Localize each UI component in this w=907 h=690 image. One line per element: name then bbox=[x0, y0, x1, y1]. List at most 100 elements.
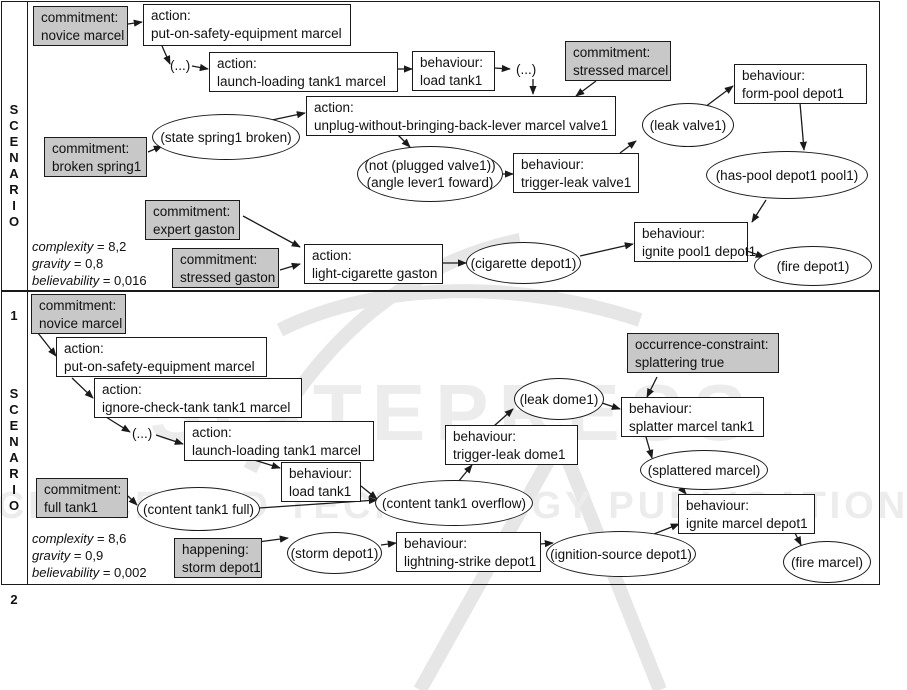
action-put-on-safety-equipment: action: put-on-safety-equipment marcel bbox=[143, 4, 351, 46]
node-text: novice marcel bbox=[39, 316, 123, 331]
edge bbox=[127, 19, 143, 27]
node-kind: action: bbox=[64, 341, 104, 356]
commitment-novice-marcel: commitment: novice marcel bbox=[33, 6, 128, 46]
edge bbox=[751, 199, 767, 223]
commitment-stressed-marcel: commitment: stressed marcel bbox=[565, 41, 671, 81]
behaviour-trigger-leak-dome1: behaviour: trigger-leak dome1 bbox=[445, 425, 578, 465]
node-text: ignore-check-tank tank1 marcel bbox=[102, 400, 291, 415]
node-kind: action: bbox=[314, 100, 354, 115]
node-text: (has-pool depot1 pool1) bbox=[715, 167, 859, 183]
edge bbox=[242, 215, 301, 248]
metric-label: gravity bbox=[32, 548, 71, 563]
node-text: light-cigarette gaston bbox=[312, 266, 438, 281]
action-light-cigarette-gaston: action: light-cigarette gaston bbox=[304, 244, 443, 284]
metric-value: 8,2 bbox=[108, 239, 127, 254]
node-kind: occurrence-constraint: bbox=[635, 337, 769, 352]
commitment-expert-gaston: commitment: expert gaston bbox=[145, 200, 240, 240]
state-ignition-source-depot1: (ignition-source depot1) bbox=[546, 531, 696, 577]
node-kind: action: bbox=[102, 382, 142, 397]
node-kind: behaviour: bbox=[404, 536, 468, 551]
node-text: load tank1 bbox=[289, 484, 352, 499]
node-text: (ignition-source depot1) bbox=[550, 546, 692, 562]
behaviour-ignite-marcel-depot1: behaviour: ignite marcel depot1 bbox=[678, 494, 815, 534]
commitment-novice-marcel: commitment: novice marcel bbox=[31, 294, 126, 334]
edge bbox=[279, 262, 301, 271]
state-spring1-broken: (state spring1 broken) bbox=[152, 114, 300, 160]
node-kind: behaviour: bbox=[686, 498, 750, 513]
edge bbox=[380, 540, 397, 548]
state-leak-valve1: (leak valve1) bbox=[642, 103, 734, 147]
node-text: (angle lever1 foward) bbox=[366, 175, 494, 190]
gravity-metric: gravity = 0,9 bbox=[32, 548, 104, 563]
state-not-plugged-valve1: (not (plugged valve1)) (angle lever1 fow… bbox=[357, 146, 503, 202]
state-splattered-marcel: (splattered marcel) bbox=[640, 450, 768, 490]
node-text: (not (plugged valve1)) bbox=[364, 158, 496, 173]
node-text: put-on-safety-equipment marcel bbox=[64, 359, 255, 374]
edge bbox=[799, 102, 807, 151]
node-text: trigger-leak dome1 bbox=[453, 447, 566, 462]
node-kind: behaviour: bbox=[742, 68, 806, 83]
scenario-1-metrics: complexity = 8,2 gravity = 0,8 believabi… bbox=[32, 238, 147, 289]
edge bbox=[653, 523, 680, 535]
edge bbox=[155, 434, 184, 445]
node-kind: commitment: bbox=[153, 204, 231, 219]
node-text: ignite marcel depot1 bbox=[686, 516, 808, 531]
edge bbox=[575, 80, 597, 97]
edge bbox=[601, 402, 621, 410]
node-kind: commitment: bbox=[180, 252, 258, 267]
node-text: (content tank1 full) bbox=[142, 501, 255, 517]
state-content-tank1-overflow: (content tank1 overflow) bbox=[375, 480, 533, 526]
node-text: stressed gaston bbox=[180, 270, 276, 285]
scenario-1-side-label: S C E N A R I O 1 bbox=[0, 70, 28, 340]
scenario-1-number: 1 bbox=[10, 308, 18, 323]
metric-label: complexity bbox=[32, 239, 94, 254]
node-text: unplug-without-bringing-back-lever marce… bbox=[314, 118, 609, 133]
edge bbox=[579, 242, 634, 257]
node-kind: behaviour: bbox=[642, 226, 706, 241]
action-put-on-safety-equipment: action: put-on-safety-equipment marcel bbox=[56, 337, 267, 377]
ellipsis-step: (...) bbox=[516, 62, 537, 77]
edge bbox=[191, 63, 209, 72]
edge bbox=[493, 64, 511, 73]
occurrence-constraint-splattering-true: occurrence-constraint: splattering true bbox=[627, 333, 779, 373]
edge bbox=[645, 436, 654, 459]
node-kind: behaviour: bbox=[420, 55, 484, 70]
happening-storm-depot1: happening: storm depot1 bbox=[174, 538, 262, 578]
edge bbox=[704, 85, 734, 108]
node-kind: behaviour: bbox=[629, 401, 693, 416]
scenario-2-panel bbox=[1, 290, 880, 585]
action-unplug-without-bringing-back-lever: action: unplug-without-bringing-back-lev… bbox=[306, 96, 616, 136]
metric-value: 0,016 bbox=[114, 273, 147, 288]
node-text: splattering true bbox=[635, 355, 725, 370]
node-kind: action: bbox=[192, 425, 232, 440]
commitment-stressed-gaston: commitment: stressed gaston bbox=[172, 248, 279, 288]
behaviour-load-tank1: behaviour: load tank1 bbox=[412, 51, 495, 91]
action-launch-loading: action: launch-loading tank1 marcel bbox=[209, 52, 398, 92]
label-column-divider bbox=[27, 1, 28, 585]
node-text: (splattered marcel) bbox=[647, 462, 761, 478]
behaviour-splatter-marcel-tank1: behaviour: splatter marcel tank1 bbox=[621, 397, 764, 437]
node-kind: action: bbox=[151, 8, 191, 23]
node-text: lightning-strike depot1 bbox=[404, 554, 537, 569]
edge bbox=[105, 416, 131, 433]
edge bbox=[493, 408, 514, 427]
node-kind: action: bbox=[217, 56, 257, 71]
commitment-full-tank1: commitment: full tank1 bbox=[36, 478, 128, 518]
believability-metric: believability = 0,016 bbox=[32, 273, 147, 288]
node-text: (leak dome1) bbox=[519, 391, 599, 407]
node-text: (cigarette depot1) bbox=[470, 255, 577, 271]
node-text: trigger-leak valve1 bbox=[521, 175, 632, 190]
node-text: (fire marcel) bbox=[790, 554, 863, 570]
metric-value: 0,002 bbox=[114, 565, 147, 580]
edge bbox=[127, 495, 138, 506]
behaviour-lightning-strike-depot1: behaviour: lightning-strike depot1 bbox=[396, 532, 541, 572]
edge bbox=[646, 376, 658, 398]
edge bbox=[37, 332, 57, 357]
action-ignore-check-tank: action: ignore-check-tank tank1 marcel bbox=[94, 378, 302, 418]
metric-value: 0,8 bbox=[85, 256, 104, 271]
edge bbox=[71, 377, 94, 399]
metric-label: believability bbox=[32, 565, 100, 580]
node-text: form-pool depot1 bbox=[742, 86, 845, 101]
complexity-metric: complexity = 8,6 bbox=[32, 531, 127, 546]
state-leak-dome1: (leak dome1) bbox=[514, 378, 604, 420]
